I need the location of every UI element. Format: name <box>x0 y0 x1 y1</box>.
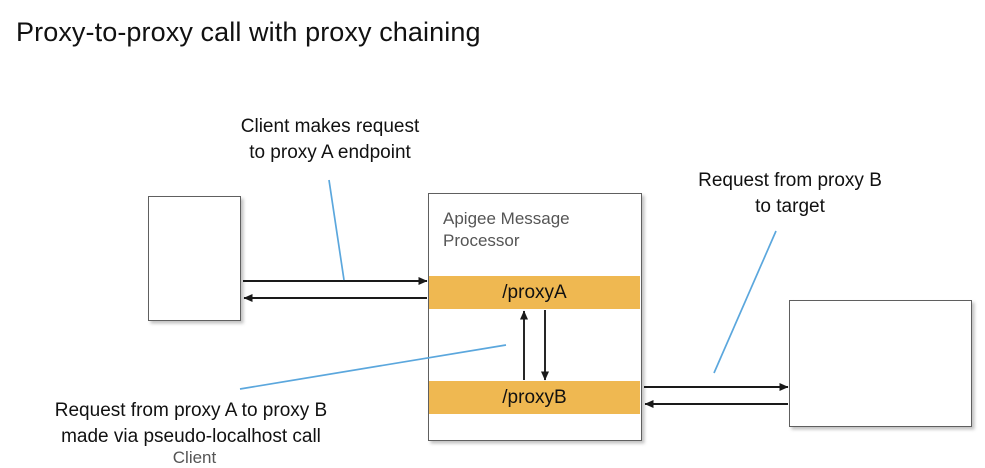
proxy-a-label: /proxyA <box>502 281 567 303</box>
client-node-label: Client <box>172 448 217 467</box>
target-node: Target <box>789 300 972 427</box>
client-node: Client <box>148 196 241 467</box>
message-processor-label: Apigee Message Processor <box>443 209 570 250</box>
annotation-proxy-chaining: Request from proxy A to proxy B made via… <box>54 400 328 447</box>
leader-line-proxyb-to-target <box>713 230 777 374</box>
annotation-proxyb-to-target: Request from proxy B to target <box>698 170 882 217</box>
leader-line-client-request <box>328 179 345 281</box>
page-title: Proxy-to-proxy call with proxy chaining <box>16 17 481 47</box>
proxy-b-band: /proxyB <box>429 381 640 414</box>
annotation-client-request: Client makes request to proxy A endpoint <box>240 116 420 163</box>
proxy-b-label: /proxyB <box>502 386 567 408</box>
proxy-a-band: /proxyA <box>429 276 640 309</box>
